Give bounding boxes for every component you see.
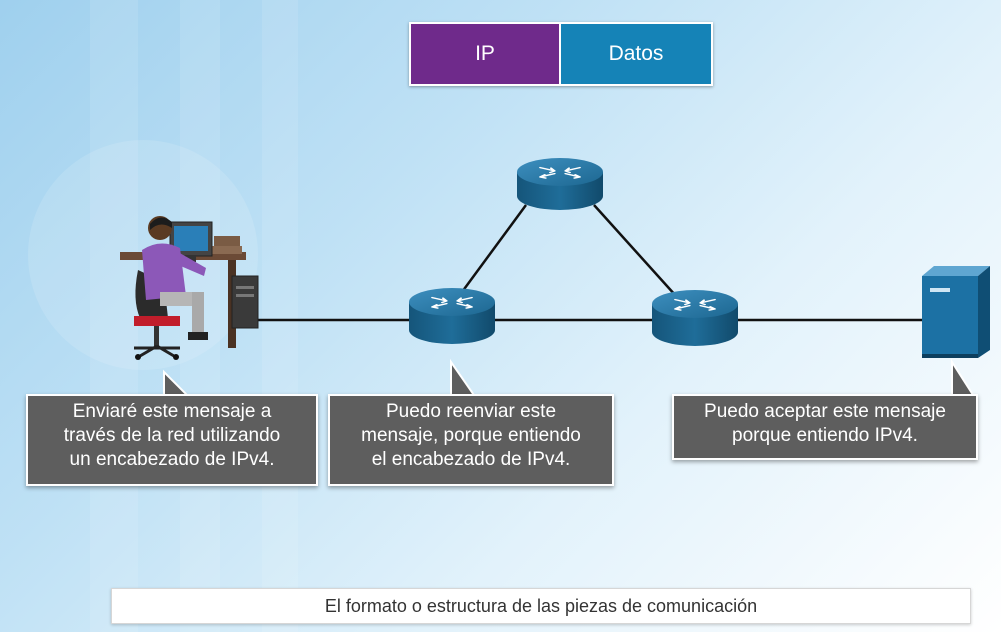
- router-icon: [517, 158, 603, 210]
- network-links: [258, 204, 922, 322]
- router-icon: [652, 290, 738, 346]
- server-icon: [922, 266, 990, 358]
- diagram-caption: El formato o estructura de las piezas de…: [111, 588, 971, 624]
- callout-router: Puedo reenviar este mensaje, porque enti…: [328, 394, 614, 486]
- callout-pointer-router: [450, 358, 478, 399]
- packet-ip-header: IP: [409, 22, 561, 86]
- background-stripe: [262, 0, 298, 632]
- link-router-top-router-right: [593, 204, 677, 297]
- callout-workstation: Enviaré este mensaje a través de la red …: [26, 394, 318, 486]
- packet-diagram: IP Datos: [409, 22, 713, 86]
- callout-workstation-text: Enviaré este mensaje a través de la red …: [63, 401, 281, 470]
- packet-data-payload: Datos: [561, 22, 713, 86]
- link-router-top-router-left: [460, 204, 528, 293]
- router-right: [652, 290, 738, 346]
- router-icon: [409, 288, 495, 344]
- router-top: [517, 158, 603, 210]
- router-left: [409, 288, 495, 344]
- callout-pointer-server: [951, 358, 977, 399]
- callout-router-text: Puedo reenviar este mensaje, porque enti…: [361, 401, 581, 470]
- callout-server: Puedo aceptar este mensaje porque entien…: [672, 394, 978, 460]
- callout-server-text: Puedo aceptar este mensaje porque entien…: [704, 401, 946, 446]
- person-at-computer-icon: [120, 216, 259, 360]
- background-stripe: [90, 0, 138, 632]
